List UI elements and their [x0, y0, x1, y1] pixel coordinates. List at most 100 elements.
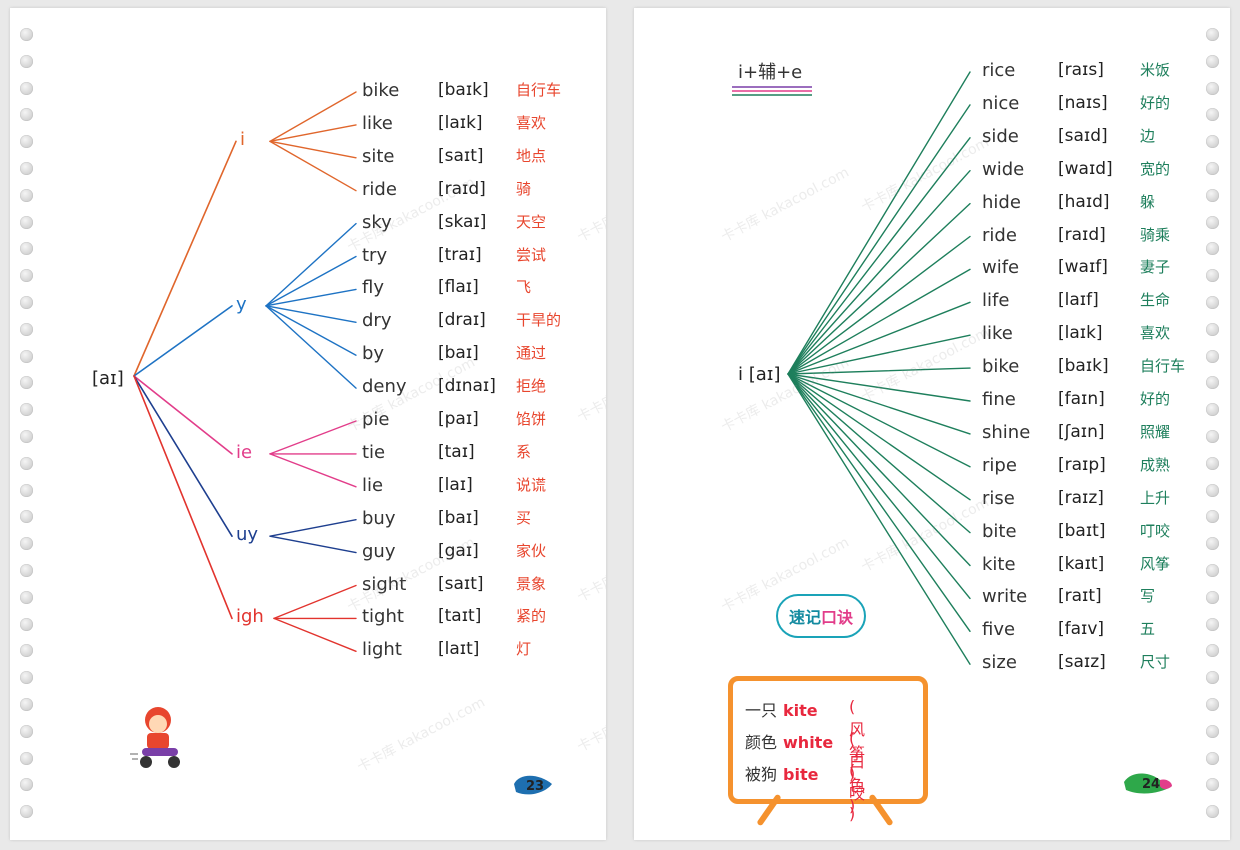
root-to-word-line [787, 373, 971, 402]
chinese-meaning: 干旱的 [516, 311, 562, 330]
memo-note: ( 风筝 ) [849, 697, 866, 783]
binder-hole [1206, 590, 1219, 604]
word: rise [982, 487, 1015, 509]
memo-en: bite [783, 765, 819, 784]
memo-cn: 被狗 [745, 765, 778, 784]
memo-title-bubble: 速记口诀 [776, 594, 866, 638]
ipa: [flaɪ] [438, 277, 479, 298]
word: ripe [982, 454, 1017, 476]
binder-hole [1206, 805, 1219, 819]
root-to-word-line [787, 137, 971, 375]
root-to-word-line [787, 104, 971, 375]
binder-hole [20, 671, 33, 685]
binder-hole [1206, 322, 1219, 336]
word: like [982, 323, 1013, 345]
root-to-word-line [787, 373, 971, 632]
binder-hole [20, 403, 33, 417]
ipa: [raɪs] [1058, 60, 1104, 80]
binder-hole [1206, 751, 1219, 765]
root-to-word-line [787, 373, 971, 567]
word: dry [362, 310, 392, 332]
ipa: [waɪf] [1058, 257, 1108, 278]
binder-hole [20, 322, 33, 336]
ipa: [paɪ] [438, 409, 479, 429]
binder-hole [1206, 537, 1219, 551]
branch-to-word-line [269, 140, 357, 192]
ipa: [ʃaɪn] [1058, 421, 1105, 442]
branch-to-word-line [265, 305, 357, 323]
girl-scooter-icon [130, 707, 180, 768]
binder-hole [1206, 215, 1219, 229]
chinese-meaning: 说谎 [516, 475, 547, 494]
ipa: [saɪd] [1058, 125, 1108, 146]
binder-hole [20, 215, 33, 229]
chinese-meaning: 喜欢 [1140, 324, 1171, 343]
word: bite [982, 520, 1017, 542]
chinese-meaning: 尝试 [516, 245, 547, 264]
binder-hole [1206, 376, 1219, 390]
binder-hole [20, 778, 33, 792]
ipa: [taɪt] [438, 606, 482, 627]
right-page-number: 24 [1142, 777, 1161, 792]
word: lie [362, 474, 384, 496]
page-number-splash-icon [514, 775, 552, 795]
chinese-meaning: 飞 [516, 278, 532, 297]
binder-hole [1206, 456, 1219, 470]
word: pie [362, 409, 390, 430]
root-to-word-line [787, 373, 971, 435]
root-to-word-line [787, 268, 971, 375]
binder-hole [20, 590, 33, 604]
ipa: [draɪ] [438, 310, 486, 331]
ipa: [baɪt] [1058, 520, 1106, 541]
binder-hole [20, 81, 33, 95]
branch-label-uy: uy [236, 524, 259, 546]
root-to-word-line [787, 71, 971, 375]
ipa: [dɪnaɪ] [438, 376, 496, 397]
memo-note: ( 白色 ) [849, 729, 866, 815]
binder-hole [20, 617, 33, 631]
binder-hole [1206, 564, 1219, 577]
branch-to-word-line [269, 140, 357, 159]
word: buy [362, 507, 396, 529]
ipa: [faɪn] [1058, 389, 1105, 409]
branch-to-word-line [273, 617, 357, 652]
binder-hole [20, 242, 33, 256]
chinese-meaning: 照耀 [1140, 422, 1171, 441]
chinese-meaning: 灯 [516, 640, 532, 659]
memo-title-a: 速记 [788, 608, 821, 627]
branch-to-word-line [269, 91, 357, 143]
binder-hole [1206, 135, 1219, 149]
chinese-meaning: 自行车 [516, 81, 562, 99]
branch-label-ie: ie [236, 441, 253, 463]
chinese-meaning: 骑 [516, 179, 532, 198]
binder-hole [1206, 617, 1219, 631]
binder-hole [20, 108, 33, 122]
binder-hole [20, 269, 33, 283]
ipa: [faɪv] [1058, 619, 1105, 640]
word: ride [362, 178, 397, 200]
branch-to-word-line [265, 222, 357, 307]
ipa: [taɪ] [438, 441, 475, 462]
binder-hole [1206, 296, 1219, 309]
binder-hole [1206, 698, 1219, 711]
chinese-meaning: 叮咬 [1140, 521, 1171, 540]
ipa: [raɪz] [1058, 487, 1104, 508]
ipa: [raɪd] [1058, 224, 1106, 245]
right-root-label: i [aɪ] [738, 364, 781, 385]
root-to-branch-line [133, 140, 237, 377]
binder-hole [20, 28, 33, 41]
ipa: [laɪk] [438, 112, 483, 133]
binder-hole [1206, 349, 1219, 363]
chinese-meaning: 好的 [1140, 93, 1171, 112]
binder-hole [1206, 162, 1219, 175]
binder-hole [20, 751, 33, 765]
ipa: [laɪt] [438, 639, 480, 660]
binder-hole [1206, 644, 1219, 658]
root-to-word-line [787, 373, 971, 665]
left-page-number: 23 [526, 779, 545, 794]
binder-hole [20, 162, 33, 175]
chinese-meaning: 米饭 [1140, 61, 1171, 79]
